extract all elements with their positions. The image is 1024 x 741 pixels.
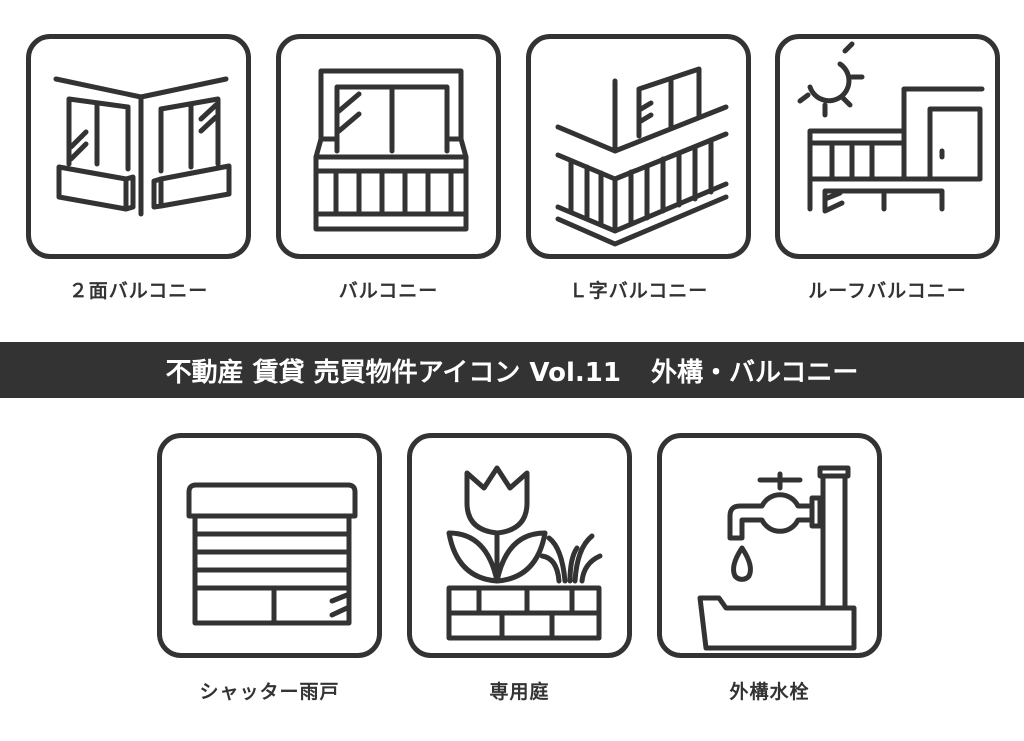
- icon-tile-roof-balcony: [775, 34, 1000, 259]
- icon-tile-balcony: [276, 34, 501, 259]
- garden-tulip-icon: [446, 465, 603, 641]
- label-shutter: シャッター雨戸: [199, 681, 340, 703]
- icon-tile-faucet: [657, 433, 882, 658]
- balcony-icon: [313, 68, 469, 232]
- corner-balcony-icon: [53, 76, 232, 217]
- icon-tile-l-shaped-balcony: [526, 34, 751, 259]
- label-l-shaped-balcony: Ｌ字バルコニー: [568, 280, 709, 302]
- icon-tile-shutter: [157, 433, 382, 658]
- l-shaped-balcony-icon: [555, 66, 729, 247]
- label-balcony: バルコニー: [338, 280, 439, 302]
- label-roof-balcony: ルーフバルコニー: [808, 280, 967, 302]
- label-faucet: 外構水栓: [729, 681, 810, 703]
- title-banner: 不動産 賃貸 売買物件アイコン Vol.11 外構・バルコニー: [0, 342, 1024, 398]
- water-faucet-icon: [697, 465, 857, 651]
- label-two-sided-balcony: ２面バルコニー: [68, 280, 209, 302]
- banner-title-sub: 外構・バルコニー: [650, 357, 859, 388]
- shutter-icon: [186, 482, 358, 626]
- label-garden: 専用庭: [489, 681, 550, 703]
- banner-title-main: 不動産 賃貸 売買物件アイコン Vol.11: [165, 357, 621, 388]
- icon-tile-garden: [407, 433, 632, 658]
- roof-balcony-icon: [797, 41, 985, 214]
- icon-tile-two-sided-balcony: [26, 34, 251, 259]
